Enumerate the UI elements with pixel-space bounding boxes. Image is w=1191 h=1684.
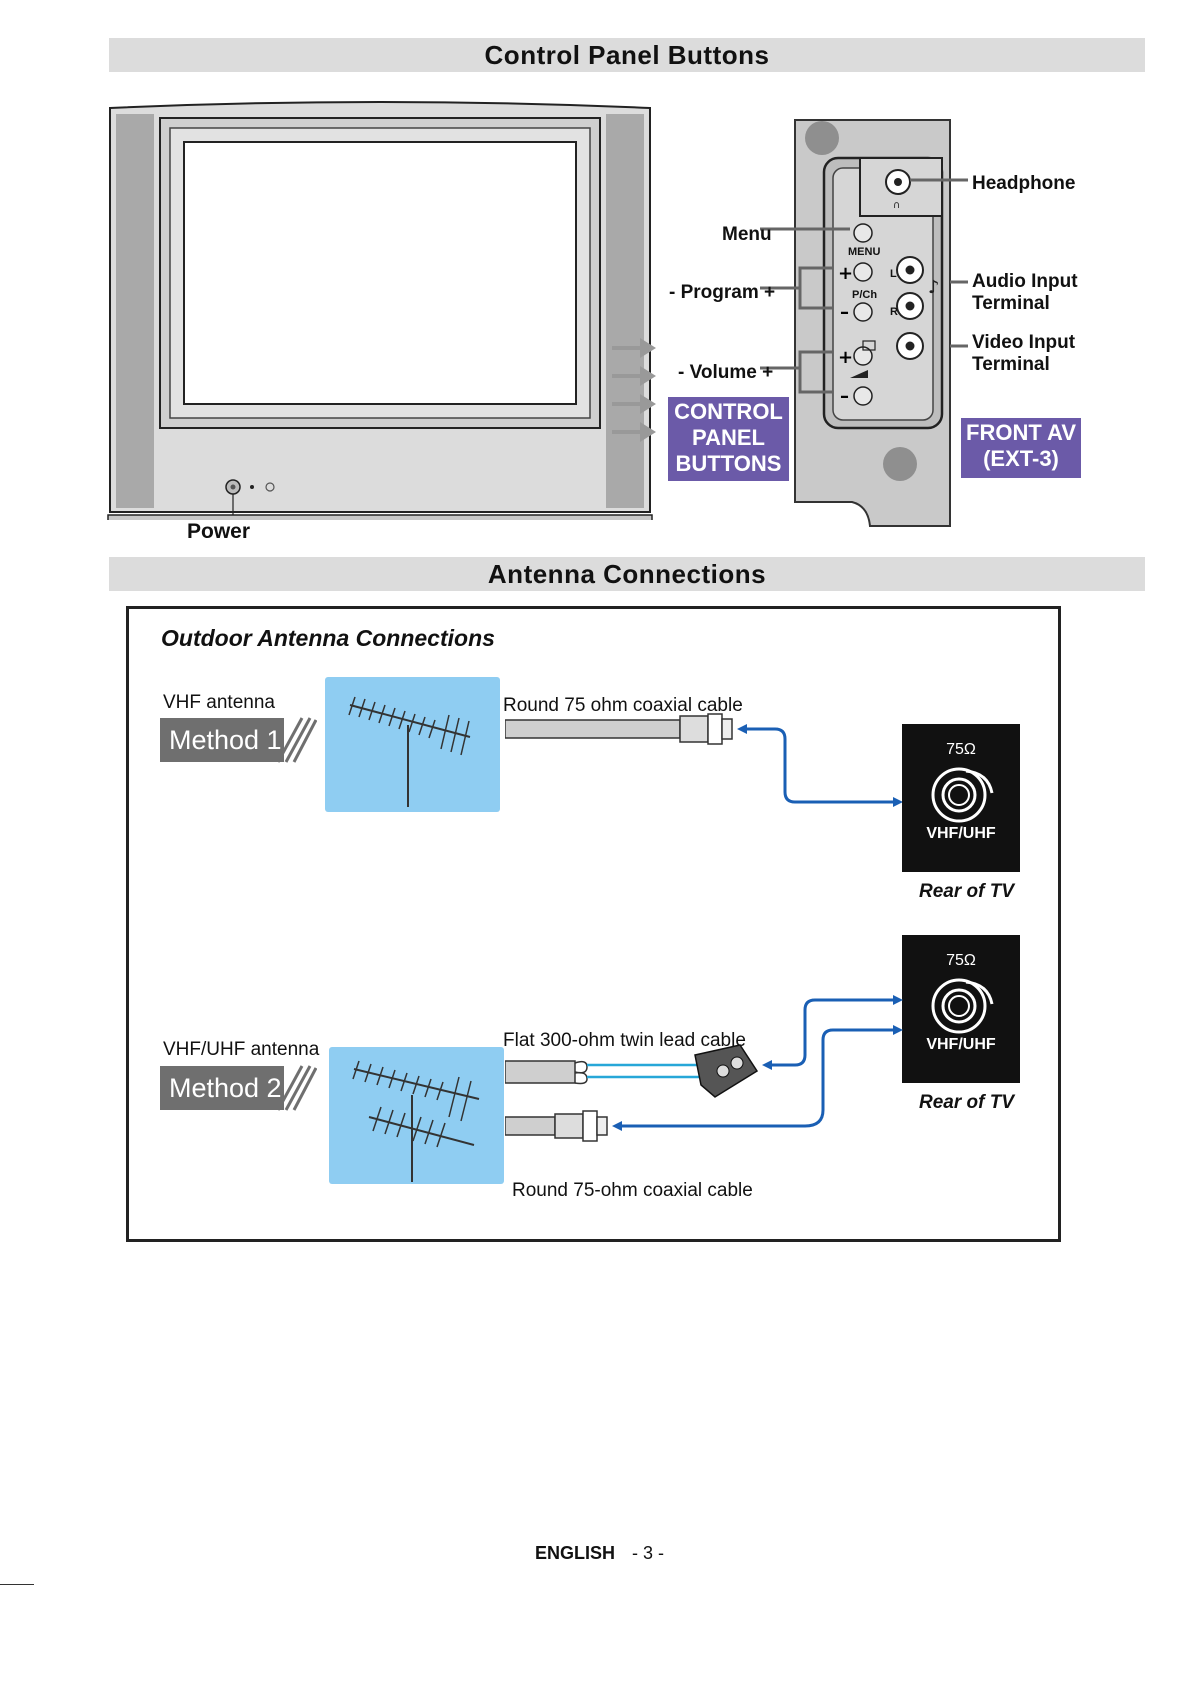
front-av-badge: FRONT AV (EXT-3)	[961, 418, 1081, 478]
label-line: Terminal	[972, 354, 1050, 375]
menu-label: Menu	[722, 224, 772, 245]
arrow-left-icon	[762, 1060, 772, 1070]
socket-label: VHF/UHF	[926, 825, 996, 842]
footer-page-number: - 3 -	[632, 1543, 665, 1563]
program-up-button	[853, 262, 873, 282]
method2-cable-illustration	[505, 995, 903, 1142]
program-label: - Program +	[669, 282, 776, 303]
panel-screw	[883, 447, 917, 481]
sky-background	[329, 1047, 504, 1184]
arrow-left-icon	[612, 1121, 622, 1131]
rf-socket-icon	[931, 767, 994, 823]
r-small-label: R	[890, 306, 898, 318]
volume-icon	[850, 370, 868, 378]
method-2-label: Method 2	[160, 1066, 284, 1110]
rear-panel-2: 75Ω VHF/UHF	[902, 935, 1020, 1083]
coax-plug	[554, 1113, 584, 1139]
menu-small-label: MENU	[848, 246, 881, 258]
menu-button	[853, 223, 873, 243]
svg-text:–: –	[840, 386, 849, 407]
label-line: Audio Input	[972, 271, 1078, 292]
twin-lead-cable	[505, 1060, 576, 1084]
coaxial-cable	[505, 719, 681, 739]
arrow-icons	[612, 338, 656, 442]
label-line: Terminal	[972, 293, 1050, 314]
vhf-antenna-illustration	[325, 677, 500, 812]
method2-twin-cable-label: Flat 300-ohm twin lead cable	[503, 1030, 746, 1051]
vhf-antenna-label: VHF antenna	[163, 692, 275, 713]
volume-down-button	[853, 386, 873, 406]
volume-label: - Volume +	[678, 362, 774, 383]
leader-lines	[950, 178, 968, 348]
power-label: Power	[187, 520, 251, 543]
program-down-button	[853, 302, 873, 322]
pch-small-label: P/Ch	[852, 289, 878, 301]
vhf-uhf-antenna-illustration	[329, 1047, 504, 1184]
coaxial-cable	[505, 1116, 556, 1136]
badge-line: (EXT-3)	[983, 446, 1059, 471]
arrow-right-icon	[893, 995, 903, 1005]
badge-line: FRONT AV	[966, 420, 1076, 445]
slash-decoration	[276, 1065, 317, 1111]
control-panel-title: Control Panel Buttons	[109, 38, 1145, 72]
l-small-label: L	[890, 268, 897, 280]
rf-socket-icon	[931, 978, 994, 1034]
svg-text:+: +	[838, 263, 853, 284]
arrow-right-icon	[612, 338, 656, 442]
svg-text:∩: ∩	[893, 200, 900, 211]
footer: ENGLISH - 3 -	[535, 1543, 664, 1564]
method1-cable-label: Round 75 ohm coaxial cable	[503, 695, 743, 716]
slash-decoration	[276, 717, 317, 763]
rear-of-tv-label-2: Rear of TV	[919, 1092, 1015, 1113]
svg-text:–: –	[840, 302, 849, 323]
tv-screen	[183, 141, 577, 405]
side-panel-illustration: ∩ + – + – ♪	[760, 119, 951, 527]
rear-of-tv-label-1: Rear of TV	[919, 881, 1015, 902]
ohm-label: 75Ω	[946, 952, 976, 969]
antenna-box	[126, 606, 1061, 1242]
control-panel-buttons-badge: CONTROL PANEL BUTTONS	[668, 397, 789, 481]
socket-label: VHF/UHF	[926, 1036, 996, 1053]
rear-panel-1: 75Ω VHF/UHF	[902, 724, 1020, 872]
sky-background	[325, 677, 500, 812]
label-line: Video Input	[972, 332, 1076, 353]
music-note-icon: ♪	[928, 277, 940, 298]
tv-front-illustration	[107, 101, 653, 520]
arrow-right-icon	[893, 1025, 903, 1035]
left-speaker-grille	[116, 114, 154, 508]
arrow-right-icon	[893, 797, 903, 807]
arrow-left-icon	[737, 724, 747, 734]
antenna-box-title: Outdoor Antenna Connections	[161, 625, 495, 651]
video-input-label: Video Input Terminal	[972, 332, 1075, 376]
badge-line: PANEL	[692, 425, 765, 450]
method1-cable-illustration	[505, 713, 903, 807]
right-speaker-grille	[606, 114, 644, 508]
tv-stand	[107, 514, 653, 520]
badge-line: BUTTONS	[675, 451, 782, 476]
badge-line: CONTROL	[674, 399, 783, 424]
svg-text:+: +	[838, 347, 853, 368]
corner-mark	[0, 1584, 34, 1585]
panel-screw	[805, 121, 839, 155]
coax-plug	[679, 715, 709, 743]
video-icon	[862, 340, 876, 351]
antenna-connections-title: Antenna Connections	[109, 557, 1145, 591]
footer-language: ENGLISH	[535, 1543, 616, 1563]
headphone-label: Headphone	[972, 173, 1076, 194]
ohm-label: 75Ω	[946, 741, 976, 758]
vhf-uhf-antenna-label: VHF/UHF antenna	[163, 1039, 320, 1060]
method2-coax-cable-label: Round 75-ohm coaxial cable	[512, 1180, 753, 1201]
method-1-label: Method 1	[160, 718, 284, 762]
audio-input-label: Audio Input Terminal	[972, 271, 1078, 315]
